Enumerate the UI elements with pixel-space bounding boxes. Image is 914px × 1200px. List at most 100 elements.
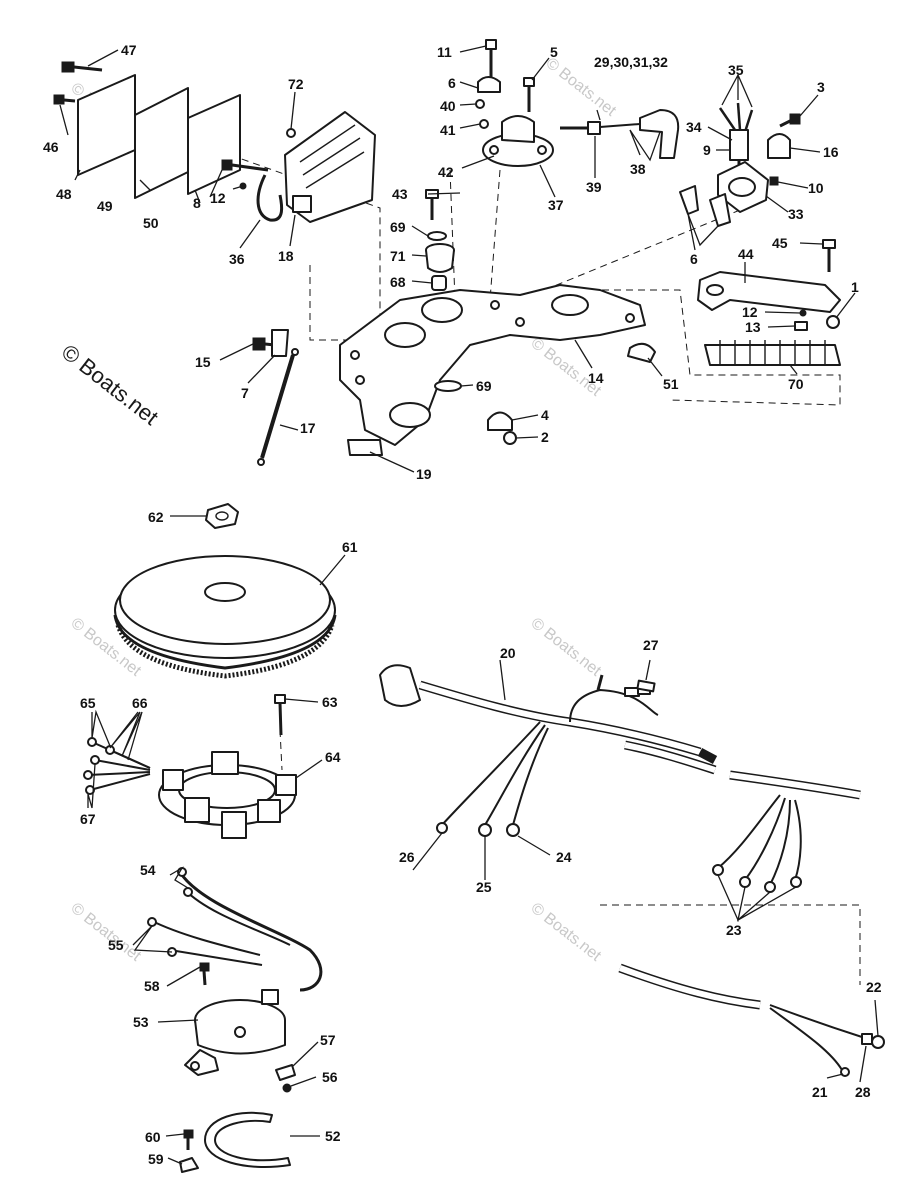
- callout-4: 4: [541, 407, 549, 423]
- callout-35: 35: [728, 62, 744, 78]
- ground-lead-17: [257, 348, 299, 466]
- callout-52: 52: [325, 1128, 341, 1144]
- clamp-51: [627, 342, 656, 363]
- callout-16: 16: [823, 144, 839, 160]
- callout-22: 22: [866, 979, 882, 995]
- callout-55: 55: [108, 937, 124, 953]
- washer-69-top: [427, 231, 447, 241]
- callout-39: 39: [586, 179, 602, 195]
- coil-37: [482, 115, 554, 167]
- callout-1: 1: [851, 279, 859, 295]
- watermark-tile: © Boats.net: [528, 615, 605, 680]
- callout-43: 43: [392, 186, 408, 202]
- screw-46: [53, 94, 76, 105]
- callout-12: 12: [210, 190, 226, 206]
- plate-33: [717, 161, 769, 213]
- callout-61: 61: [342, 539, 358, 555]
- callout-3: 3: [817, 79, 825, 95]
- callout-48: 48: [56, 186, 72, 202]
- mounting-bracket-14: [339, 284, 646, 446]
- screw-11: [485, 39, 497, 82]
- callout-64: 64: [325, 749, 341, 765]
- callout-28: 28: [855, 1084, 871, 1100]
- callout-46: 46: [43, 139, 59, 155]
- nut-62: [205, 503, 239, 529]
- callout-24: 24: [556, 849, 572, 865]
- callout-21: 21: [812, 1084, 828, 1100]
- flywheel-61: [113, 555, 337, 679]
- callout-58: 58: [144, 978, 160, 994]
- watermark-tile: © Boats.net: [68, 900, 145, 965]
- stator-64: [158, 751, 297, 839]
- callout-44: 44: [738, 246, 754, 262]
- callout-67: 67: [80, 811, 96, 827]
- ground-harness-21-22: [618, 963, 885, 1077]
- spark-plug-boot-38: [599, 109, 680, 159]
- connector-27: [636, 679, 656, 693]
- callout-9: 9: [703, 142, 711, 158]
- clip-13: [794, 321, 808, 331]
- callout-18: 18: [278, 248, 294, 264]
- clip-57: [275, 1064, 296, 1081]
- bracket-7: [271, 329, 289, 357]
- screw-12-right: [799, 309, 807, 317]
- harness-leads-23: [712, 794, 802, 893]
- callout-26: 26: [399, 849, 415, 865]
- callout-37: 37: [548, 197, 564, 213]
- callout-8: 8: [193, 195, 201, 211]
- leader-lines: [59, 45, 879, 1165]
- callout-labels: 47 46 48 49 50 8 12 36 18 72 11 6 5 29,3…: [43, 42, 882, 1167]
- callout-14: 14: [588, 370, 604, 386]
- washer-72: [286, 128, 296, 138]
- clip-16: [767, 133, 791, 159]
- bracket-44: [697, 271, 841, 313]
- screw-3: [779, 113, 801, 128]
- callout-50: 50: [143, 215, 159, 231]
- callout-23: 23: [726, 922, 742, 938]
- screw-56: [282, 1083, 292, 1093]
- callout-5: 5: [550, 44, 558, 60]
- callout-42: 42: [438, 164, 454, 180]
- grommet-71: [425, 243, 455, 273]
- clamp-4: [487, 411, 513, 431]
- callout-38: 38: [630, 161, 646, 177]
- callout-63: 63: [322, 694, 338, 710]
- timer-base-53: [184, 989, 286, 1076]
- callout-13: 13: [745, 319, 761, 335]
- callout-72: 72: [288, 76, 304, 92]
- gasket-49: [134, 87, 189, 199]
- callout-34: 34: [686, 119, 702, 135]
- sensor-leads-54-55: [147, 867, 323, 992]
- watermark-main: © Boats.net: [57, 339, 163, 430]
- callout-45: 45: [772, 235, 788, 251]
- screw-63: [274, 694, 286, 736]
- lead-36: [256, 174, 284, 222]
- coil-lead-39: [560, 121, 601, 135]
- washer-40: [475, 99, 485, 109]
- screw-5: [523, 77, 535, 112]
- wiring-harness-20: [379, 664, 861, 837]
- callout-68: 68: [390, 274, 406, 290]
- callout-66: 66: [132, 695, 148, 711]
- callout-69-top: 69: [390, 219, 406, 235]
- callout-25: 25: [476, 879, 492, 895]
- callout-70: 70: [788, 376, 804, 392]
- callout-71: 71: [390, 248, 406, 264]
- screw-58: [199, 962, 210, 986]
- screw-10: [769, 176, 779, 186]
- callout-53: 53: [133, 1014, 149, 1030]
- terminal-leads-35: [718, 102, 754, 133]
- callout-12-right: 12: [742, 304, 758, 320]
- callout-56: 56: [322, 1069, 338, 1085]
- callout-2: 2: [541, 429, 549, 445]
- callout-15: 15: [195, 354, 211, 370]
- stator-leads-65-67: [83, 737, 151, 795]
- callout-49: 49: [97, 198, 113, 214]
- clip-59: [179, 1157, 199, 1173]
- callout-11: 11: [437, 44, 452, 60]
- bracket-6-top: [477, 76, 501, 93]
- callout-65: 65: [80, 695, 96, 711]
- callout-19: 19: [416, 466, 432, 482]
- screw-8: [221, 159, 269, 172]
